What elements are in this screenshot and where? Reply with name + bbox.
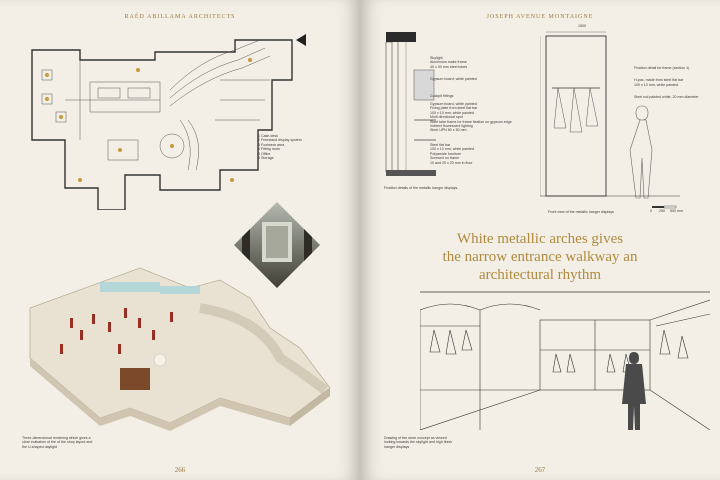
caption-line: Three-dimensional rendering which gives … xyxy=(22,436,91,440)
annotation: Fixing plate from steel flat bar xyxy=(430,106,478,111)
annotation: 100 x 10 mm, white painted xyxy=(634,82,678,87)
annotation: 40 x 40 mm steel tubes xyxy=(430,64,468,69)
annotation: Multi directional spot xyxy=(430,115,463,120)
rendering-caption: Three-dimensional rendering which gives … xyxy=(22,436,112,449)
scale-label: 500 mm xyxy=(670,209,683,213)
plan-legend: 1 Cash desk 2 Freestand display system 3… xyxy=(258,134,302,160)
caption-line: clear indication of the of the shop layo… xyxy=(22,440,93,445)
caption-line: the U-shaped daylight xyxy=(22,444,57,449)
scale-bar xyxy=(652,205,677,209)
elevation-dimension: 1500 xyxy=(578,24,586,28)
annotation: Polyamide furniture xyxy=(430,151,461,156)
headline-line: White metallic arches gives xyxy=(456,231,624,247)
caption-line: looking towards the skylight and high fi… xyxy=(384,440,453,445)
annotation: Skylight xyxy=(430,56,443,60)
elevation-caption: Front view of the metallic hanger displa… xyxy=(548,210,614,214)
pull-quote-headline: White metallic arches gives the narrow e… xyxy=(380,230,700,284)
entrance-photo xyxy=(234,202,320,288)
section-annotations: Skylight Aluminium make frame 40 x 40 mm… xyxy=(430,56,512,165)
annotation: Steel rod painted white, 20 mm diameter xyxy=(634,95,699,100)
axonometric-rendering xyxy=(29,267,331,431)
section-caption: Fixation details of the metallic hanger … xyxy=(384,186,459,190)
annotation: Aluminium make frame xyxy=(430,60,467,65)
legend-item: 5 Office xyxy=(258,151,271,156)
legend-item: 6 Storage xyxy=(258,156,274,161)
caption-line: Drawing of the store concept as viewed xyxy=(384,436,447,440)
annotation: Screwed on frame xyxy=(430,156,460,161)
legend-item: 1 Cash desk xyxy=(258,134,278,138)
headline-line: the narrow entrance walkway an xyxy=(442,249,638,265)
annotation: Cockpit fittings xyxy=(430,93,454,98)
scale-labels: 0 250 500 mm xyxy=(650,209,683,213)
annotation: Gypsum board, white painted xyxy=(430,102,477,107)
annotation: Fixation detail for frame (section 1) xyxy=(634,66,690,70)
hanger-elevation-drawing xyxy=(540,31,680,199)
left-page: RAÉD ABILLAMA ARCHITECTS 266 xyxy=(0,0,360,480)
store-perspective-drawing xyxy=(420,291,710,430)
running-head-right: JOSEPH AVENUE MONTAIGNE xyxy=(486,14,594,20)
running-head-left: RAÉD ABILLAMA ARCHITECTS xyxy=(124,14,236,20)
section-detail-drawing xyxy=(385,32,436,176)
annotation: H-pos. made from steel flat bar xyxy=(634,78,684,83)
page-number-right: 267 xyxy=(534,466,546,474)
annotation: Steel UPN 80 x 50 mm xyxy=(430,128,467,133)
annotation: Indirect fluorescent lighting xyxy=(430,124,473,129)
annotation: 10 and 20 x 20 mm in floor xyxy=(430,160,473,165)
elevation-annotations: Fixation detail for frame (section 1) H-… xyxy=(634,66,699,100)
annotation: Steel tube frame for frame fixation on g… xyxy=(430,119,512,124)
annotation: 100 x 10 mm, white painted xyxy=(430,110,474,115)
scale-label: 250 xyxy=(659,209,665,213)
legend-item: 2 Freestand display system xyxy=(258,138,302,143)
legend-item: 4 Fitting room xyxy=(258,147,280,152)
caption-line: hanger displays xyxy=(384,444,410,449)
headline-line: architectural rhythm xyxy=(478,267,602,283)
page-number-left: 266 xyxy=(174,466,186,474)
drawing-caption: Drawing of the store concept as viewed l… xyxy=(384,436,494,449)
annotation: Steel flat bar xyxy=(430,142,451,147)
floor-plan-drawing xyxy=(31,34,306,210)
annotation: 100 x 10 mm, white painted xyxy=(430,147,474,152)
annotation: Gypsum board, white painted xyxy=(430,77,477,82)
scale-label: 0 xyxy=(650,209,652,213)
legend-item: 3 Footwear area xyxy=(258,142,285,147)
